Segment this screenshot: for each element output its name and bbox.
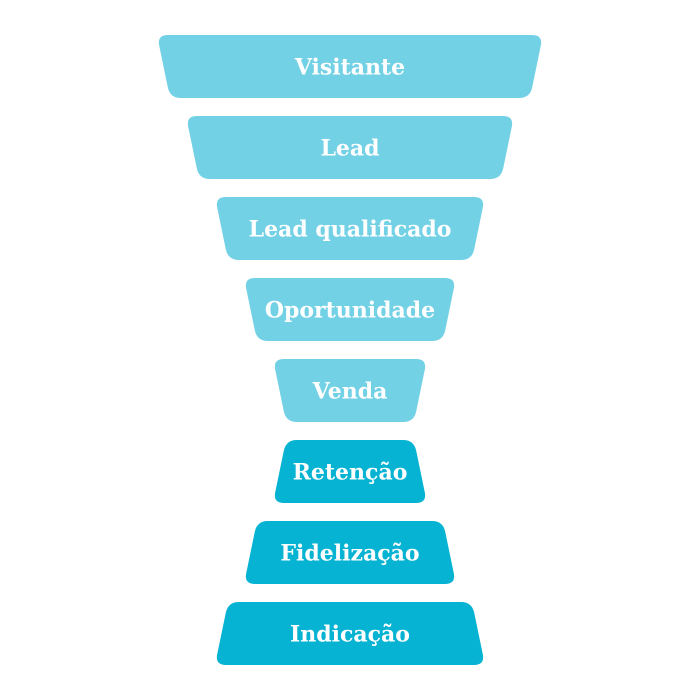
stage-shape (245, 521, 455, 584)
stage-label: Lead (320, 136, 379, 162)
stage-label: Oportunidade (265, 298, 435, 324)
stage-lead-qualificado: Lead qualificado (216, 197, 484, 260)
stage-shape (245, 278, 455, 341)
stage-shape (274, 359, 426, 422)
stage-label: Visitante (294, 55, 405, 81)
stage-label: Fidelização (280, 541, 419, 567)
stage-retencao: Retenção (274, 440, 426, 503)
stage-shape (158, 35, 542, 98)
stage-label: Retenção (293, 460, 408, 486)
stage-shape (216, 197, 484, 260)
stage-label: Venda (312, 379, 388, 405)
stage-indicacao: Indicação (216, 602, 484, 665)
stage-label: Indicação (290, 622, 410, 648)
stage-shape (187, 116, 513, 179)
stage-fidelizacao: Fidelização (245, 521, 455, 584)
stage-shape (216, 602, 484, 665)
stage-oportunidade: Oportunidade (245, 278, 455, 341)
stage-label: Lead qualificado (249, 217, 452, 243)
stage-venda: Venda (274, 359, 426, 422)
stage-lead: Lead (187, 116, 513, 179)
stage-visitante: Visitante (158, 35, 542, 98)
stage-shape (274, 440, 426, 503)
